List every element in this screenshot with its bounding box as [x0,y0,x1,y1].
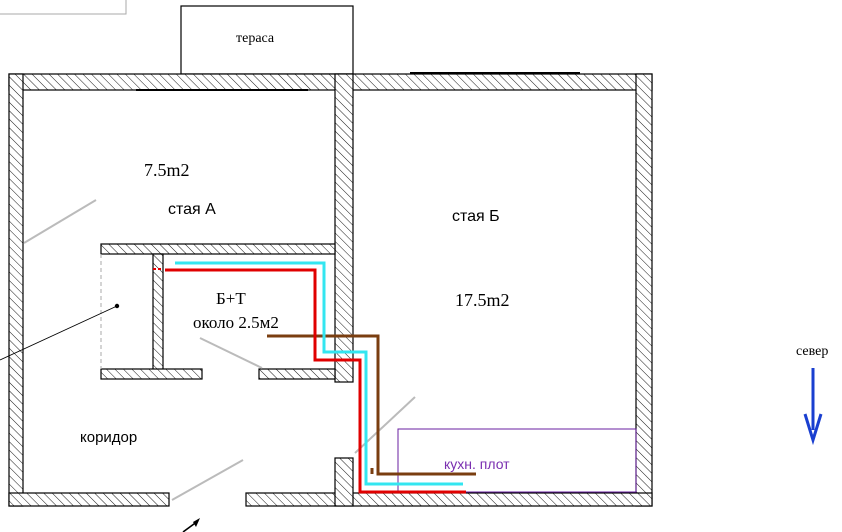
north-label: север [796,344,828,359]
pipes [153,261,476,494]
entrance-arrow [182,518,200,532]
room-a-name: стая А [168,201,216,218]
corner-frame [0,0,127,15]
outer-walls [8,73,653,507]
hot-pipe [165,268,466,494]
terrace-box [180,5,354,75]
leader-line [0,305,118,361]
drain-pipe [267,334,476,476]
room-b-area: 17.5m2 [455,290,510,310]
cold-pipe [175,261,463,486]
room-a-area: 7.5m2 [144,160,190,180]
bathroom-area: около 2.5м2 [193,313,279,332]
bathroom-walls [100,243,336,380]
room-b-name: стая Б [452,208,500,225]
kitchen-stove-outline [397,428,637,493]
windows [136,72,580,91]
terrace-label: тераса [236,31,275,46]
bathroom-name: Б+Т [216,289,246,308]
kitchen-stove-label: кухн. плот [444,456,510,472]
north-arrow-icon [803,368,823,446]
corridor-label: коридор [80,429,137,446]
